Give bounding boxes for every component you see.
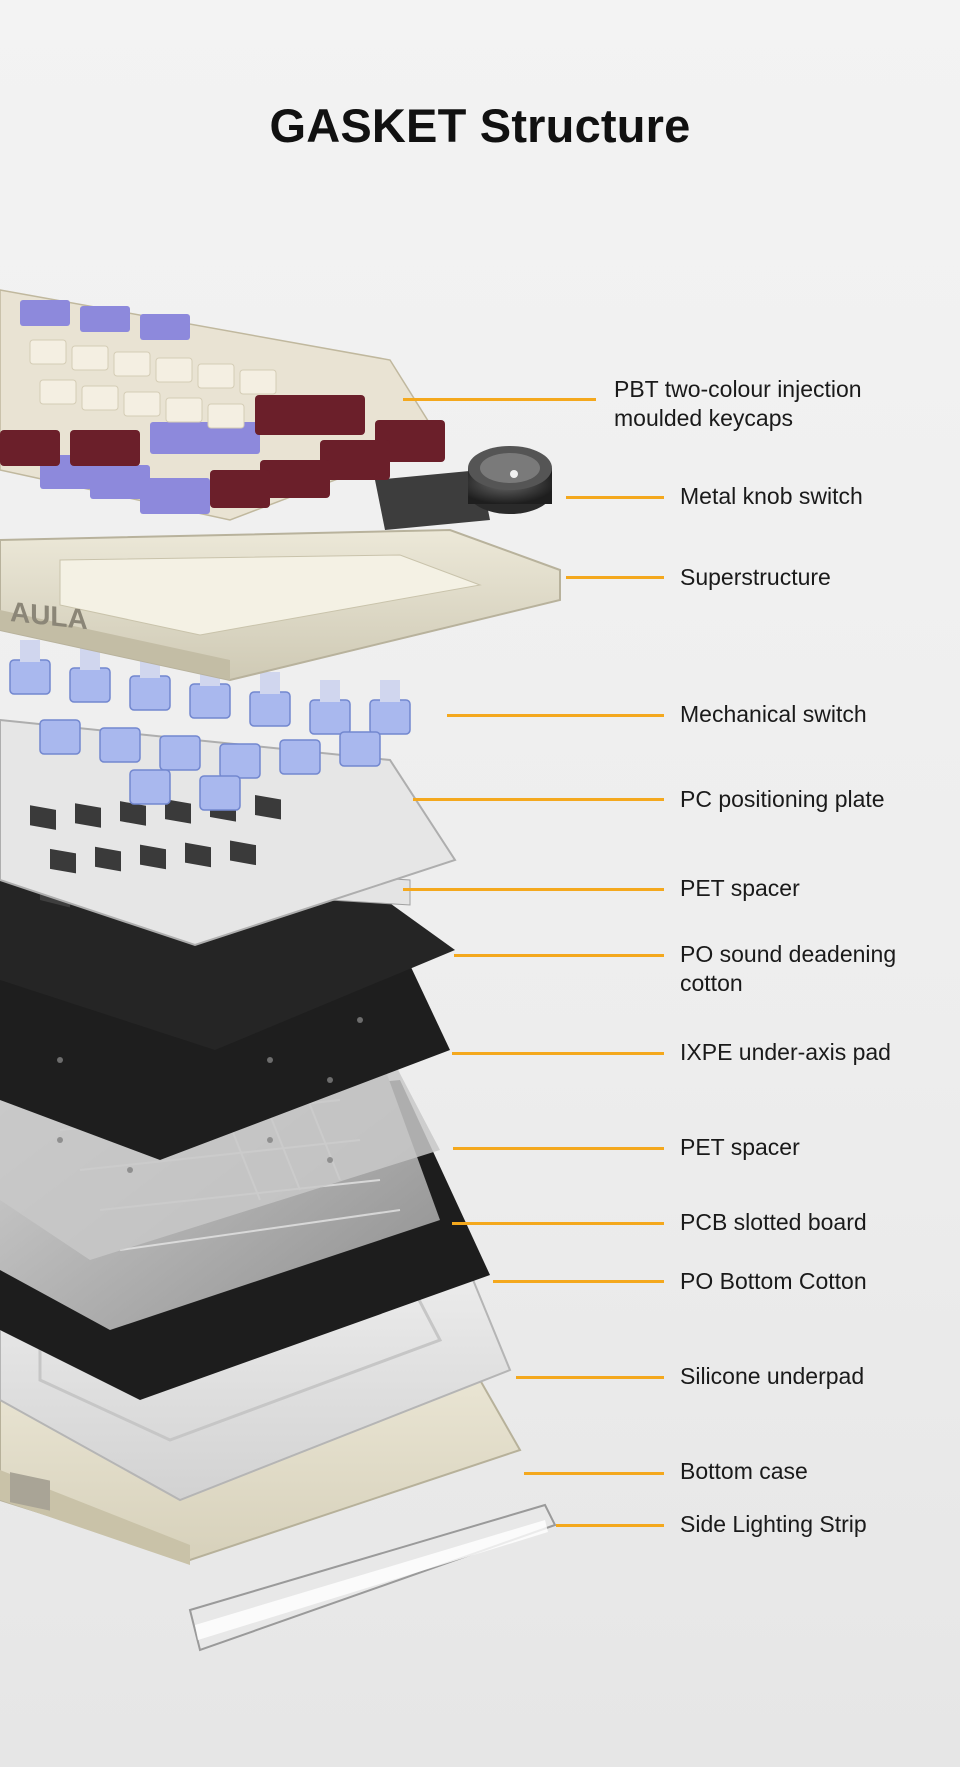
- layer-label-line: PCB slotted board: [680, 1209, 867, 1235]
- layer-label: Mechanical switch: [680, 700, 867, 729]
- layer-label-line: Silicone underpad: [680, 1363, 865, 1389]
- callout-line: [524, 1472, 664, 1475]
- layer-label: IXPE under-axis pad: [680, 1038, 891, 1067]
- layer-label: Superstructure: [680, 563, 831, 592]
- layer-label-line: PET spacer: [680, 875, 800, 901]
- layer-label: Metal knob switch: [680, 482, 863, 511]
- layer-label-line: moulded keycaps: [614, 405, 793, 431]
- callout-line: [452, 1052, 664, 1055]
- layer-label: Bottom case: [680, 1457, 808, 1486]
- keycaps: [0, 289, 445, 521]
- layer-label: PC positioning plate: [680, 785, 885, 814]
- layer-label: PO sound deadening cotton: [680, 940, 896, 998]
- metal-knob: [375, 446, 552, 530]
- layer-label: Side Lighting Strip: [680, 1510, 867, 1539]
- layer-label: PBT two-colour injection moulded keycaps: [614, 375, 862, 433]
- layer-label-line: IXPE under-axis pad: [680, 1039, 891, 1065]
- layer-label-line: Side Lighting Strip: [680, 1511, 867, 1537]
- layer-label: PET spacer: [680, 874, 800, 903]
- layer-label: Silicone underpad: [680, 1362, 864, 1391]
- layer-label-line: Superstructure: [680, 564, 831, 590]
- layer-label-line: PC positioning plate: [680, 786, 885, 812]
- layer-label-line: Mechanical switch: [680, 701, 867, 727]
- side-lighting-strip: [188, 1503, 557, 1652]
- callout-line: [403, 888, 664, 891]
- callout-line: [453, 1147, 664, 1150]
- callout-line: [447, 714, 664, 717]
- page-title: GASKET Structure: [269, 99, 691, 152]
- callout-line: [403, 398, 596, 401]
- layer-label-line: PO Bottom Cotton: [680, 1268, 867, 1294]
- superstructure: AULA: [0, 528, 561, 682]
- layer-label: PET spacer: [680, 1133, 800, 1162]
- callout-line: [413, 798, 664, 801]
- callout-line: [566, 576, 664, 579]
- callout-line: [454, 954, 664, 957]
- layer-label-line: Bottom case: [680, 1458, 808, 1484]
- callout-line: [452, 1222, 664, 1225]
- callout-line: [556, 1524, 664, 1527]
- layer-label-line: PET spacer: [680, 1134, 800, 1160]
- callout-line: [516, 1376, 664, 1379]
- callout-line: [566, 496, 664, 499]
- layer-label-line: PO sound deadening: [680, 941, 897, 967]
- layer-label-line: PBT two-colour injection: [614, 376, 862, 402]
- layer-label-line: cotton: [680, 970, 743, 996]
- callout-line: [493, 1280, 664, 1283]
- layer-label-line: Metal knob switch: [680, 483, 863, 509]
- layer-label: PO Bottom Cotton: [680, 1267, 867, 1296]
- layer-label: PCB slotted board: [680, 1208, 867, 1237]
